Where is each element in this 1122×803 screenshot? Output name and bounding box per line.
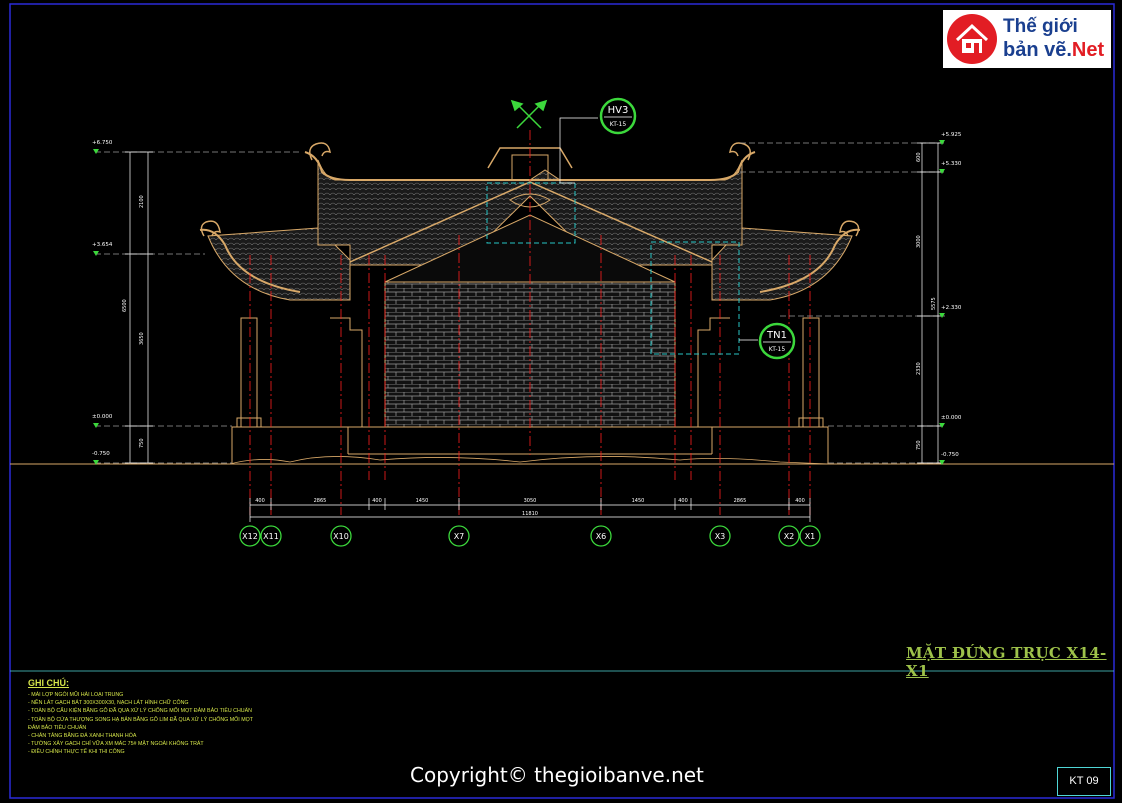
axis-label: X3 (715, 532, 726, 541)
dim-label: 600 (916, 152, 922, 162)
dim-chain-right (917, 142, 943, 464)
dim-label: 2865 (314, 498, 327, 504)
dim-label: 400 (795, 498, 805, 504)
dim-label: 2330 (916, 362, 922, 375)
dim-label: 3000 (916, 235, 922, 248)
note-item: ĐẢM BẢO TIÊU CHUẨN (28, 724, 87, 731)
callout-bubble (599, 97, 637, 135)
dim-label: 3050 (524, 498, 537, 504)
note-item: - TOÀN BỘ CẤU KIỆN BẰNG GỖ ĐÃ QUA XỬ LÝ … (28, 708, 252, 715)
house-icon (947, 14, 997, 64)
callout-bubble (758, 322, 796, 360)
dragon-ornament-right (729, 142, 751, 161)
dim-label: 400 (372, 498, 382, 504)
side-wall-left (330, 317, 363, 427)
copyright-watermark: Copyright© thegioibanve.net (410, 763, 704, 787)
leader-line (559, 117, 598, 184)
dim-label: 2865 (734, 498, 747, 504)
dim-label: 1450 (416, 498, 429, 504)
callout-code: TN1 (766, 330, 787, 341)
side-wall-right (697, 317, 730, 427)
dim-label: 750 (916, 440, 922, 450)
level-label: -0.750 (941, 452, 959, 458)
axis-label: X11 (263, 532, 279, 541)
column-base (798, 417, 824, 428)
axis-label: X6 (596, 532, 607, 541)
sheet-number: KT 09 (1057, 767, 1111, 796)
column-base (236, 417, 262, 428)
grid-lines (249, 130, 811, 515)
dim-label: 3650 (139, 332, 145, 345)
axis-bubbles (239, 525, 821, 547)
dim-label: 400 (678, 498, 688, 504)
axis-label: X12 (242, 532, 258, 541)
gable-edge (349, 181, 713, 263)
ridge-finial (509, 193, 551, 208)
ground-profile (229, 456, 831, 465)
logo: Thế giới bản vẽ.Net (943, 10, 1111, 68)
notes: GHI CHÚ: - MÁI LỢP NGÓI MŨI HÀI LOẠI TRU… (28, 678, 328, 757)
note-item: - MÁI LỢP NGÓI MŨI HÀI LOẠI TRUNG (28, 692, 124, 698)
dim-label: 2100 (139, 195, 145, 208)
note-item: - NỀN LÁT GẠCH BÁT 300X300X30, NẠCH LÁT … (28, 700, 189, 707)
level-label: +3.654 (92, 242, 113, 248)
callout-ref: KT-15 (769, 346, 786, 353)
dim-chain-bottom (249, 498, 811, 522)
note-item: - CHÂN TẢNG BẰNG ĐÁ XANH THANH HÓA (28, 733, 137, 740)
column (240, 317, 258, 428)
detail-box-hv3 (486, 182, 576, 244)
dim-label: 750 (139, 438, 145, 448)
detail-box-tn1 (650, 241, 740, 355)
level-label: -0.750 (92, 451, 110, 457)
axis-label: X7 (454, 532, 465, 541)
level-label: +6.750 (92, 140, 113, 146)
sheet-border (9, 3, 1115, 799)
level-label: +5.330 (941, 161, 962, 167)
note-item: - TƯỜNG XÂY GẠCH CHỈ VỮA XM MÁC 75# MẶT … (28, 741, 204, 748)
dragon-ornament-left (200, 220, 221, 237)
note-item: - TOÀN BỘ CỬA THƯỢNG SONG HẠ BẢN BẰNG GỖ… (28, 716, 254, 723)
level-label: ±0.000 (92, 414, 113, 420)
level-label: +5.925 (941, 132, 962, 138)
dragon-ornament-right (839, 220, 860, 237)
level-markers (93, 140, 945, 465)
level-label: ±0.000 (941, 415, 962, 421)
lower-roof-right (711, 227, 853, 301)
axis-label: X1 (805, 532, 816, 541)
drawing-title: MẶT ĐỨNG TRỤC X14-X1 (906, 644, 1107, 680)
lower-eave-left (199, 228, 301, 293)
callout-ref: KT-15 (610, 121, 627, 128)
dim-label: 1450 (632, 498, 645, 504)
axis-label: X2 (784, 532, 795, 541)
dim-total: 11810 (522, 511, 538, 517)
axis-label: X10 (333, 532, 349, 541)
level-label: +2.330 (941, 305, 962, 311)
dim-label: 400 (255, 498, 265, 504)
notes-title: GHI CHÚ: (28, 678, 69, 688)
logo-text: Thế giới (1003, 16, 1078, 37)
dim-chain-left (125, 151, 153, 464)
lower-roof-left (207, 227, 351, 301)
lower-eave-right (759, 228, 861, 293)
dragon-ornament-left (309, 142, 331, 161)
dim-label: 5575 (931, 297, 937, 310)
dim-label: 6500 (122, 299, 128, 312)
column (802, 317, 820, 428)
callout-code: HV3 (608, 105, 629, 116)
note-item: - ĐIỀU CHỈNH THỰC TẾ KHI THI CÔNG (28, 749, 125, 756)
logo-text: bản vẽ.Net (1003, 39, 1105, 61)
direction-symbol-icon (510, 99, 548, 129)
